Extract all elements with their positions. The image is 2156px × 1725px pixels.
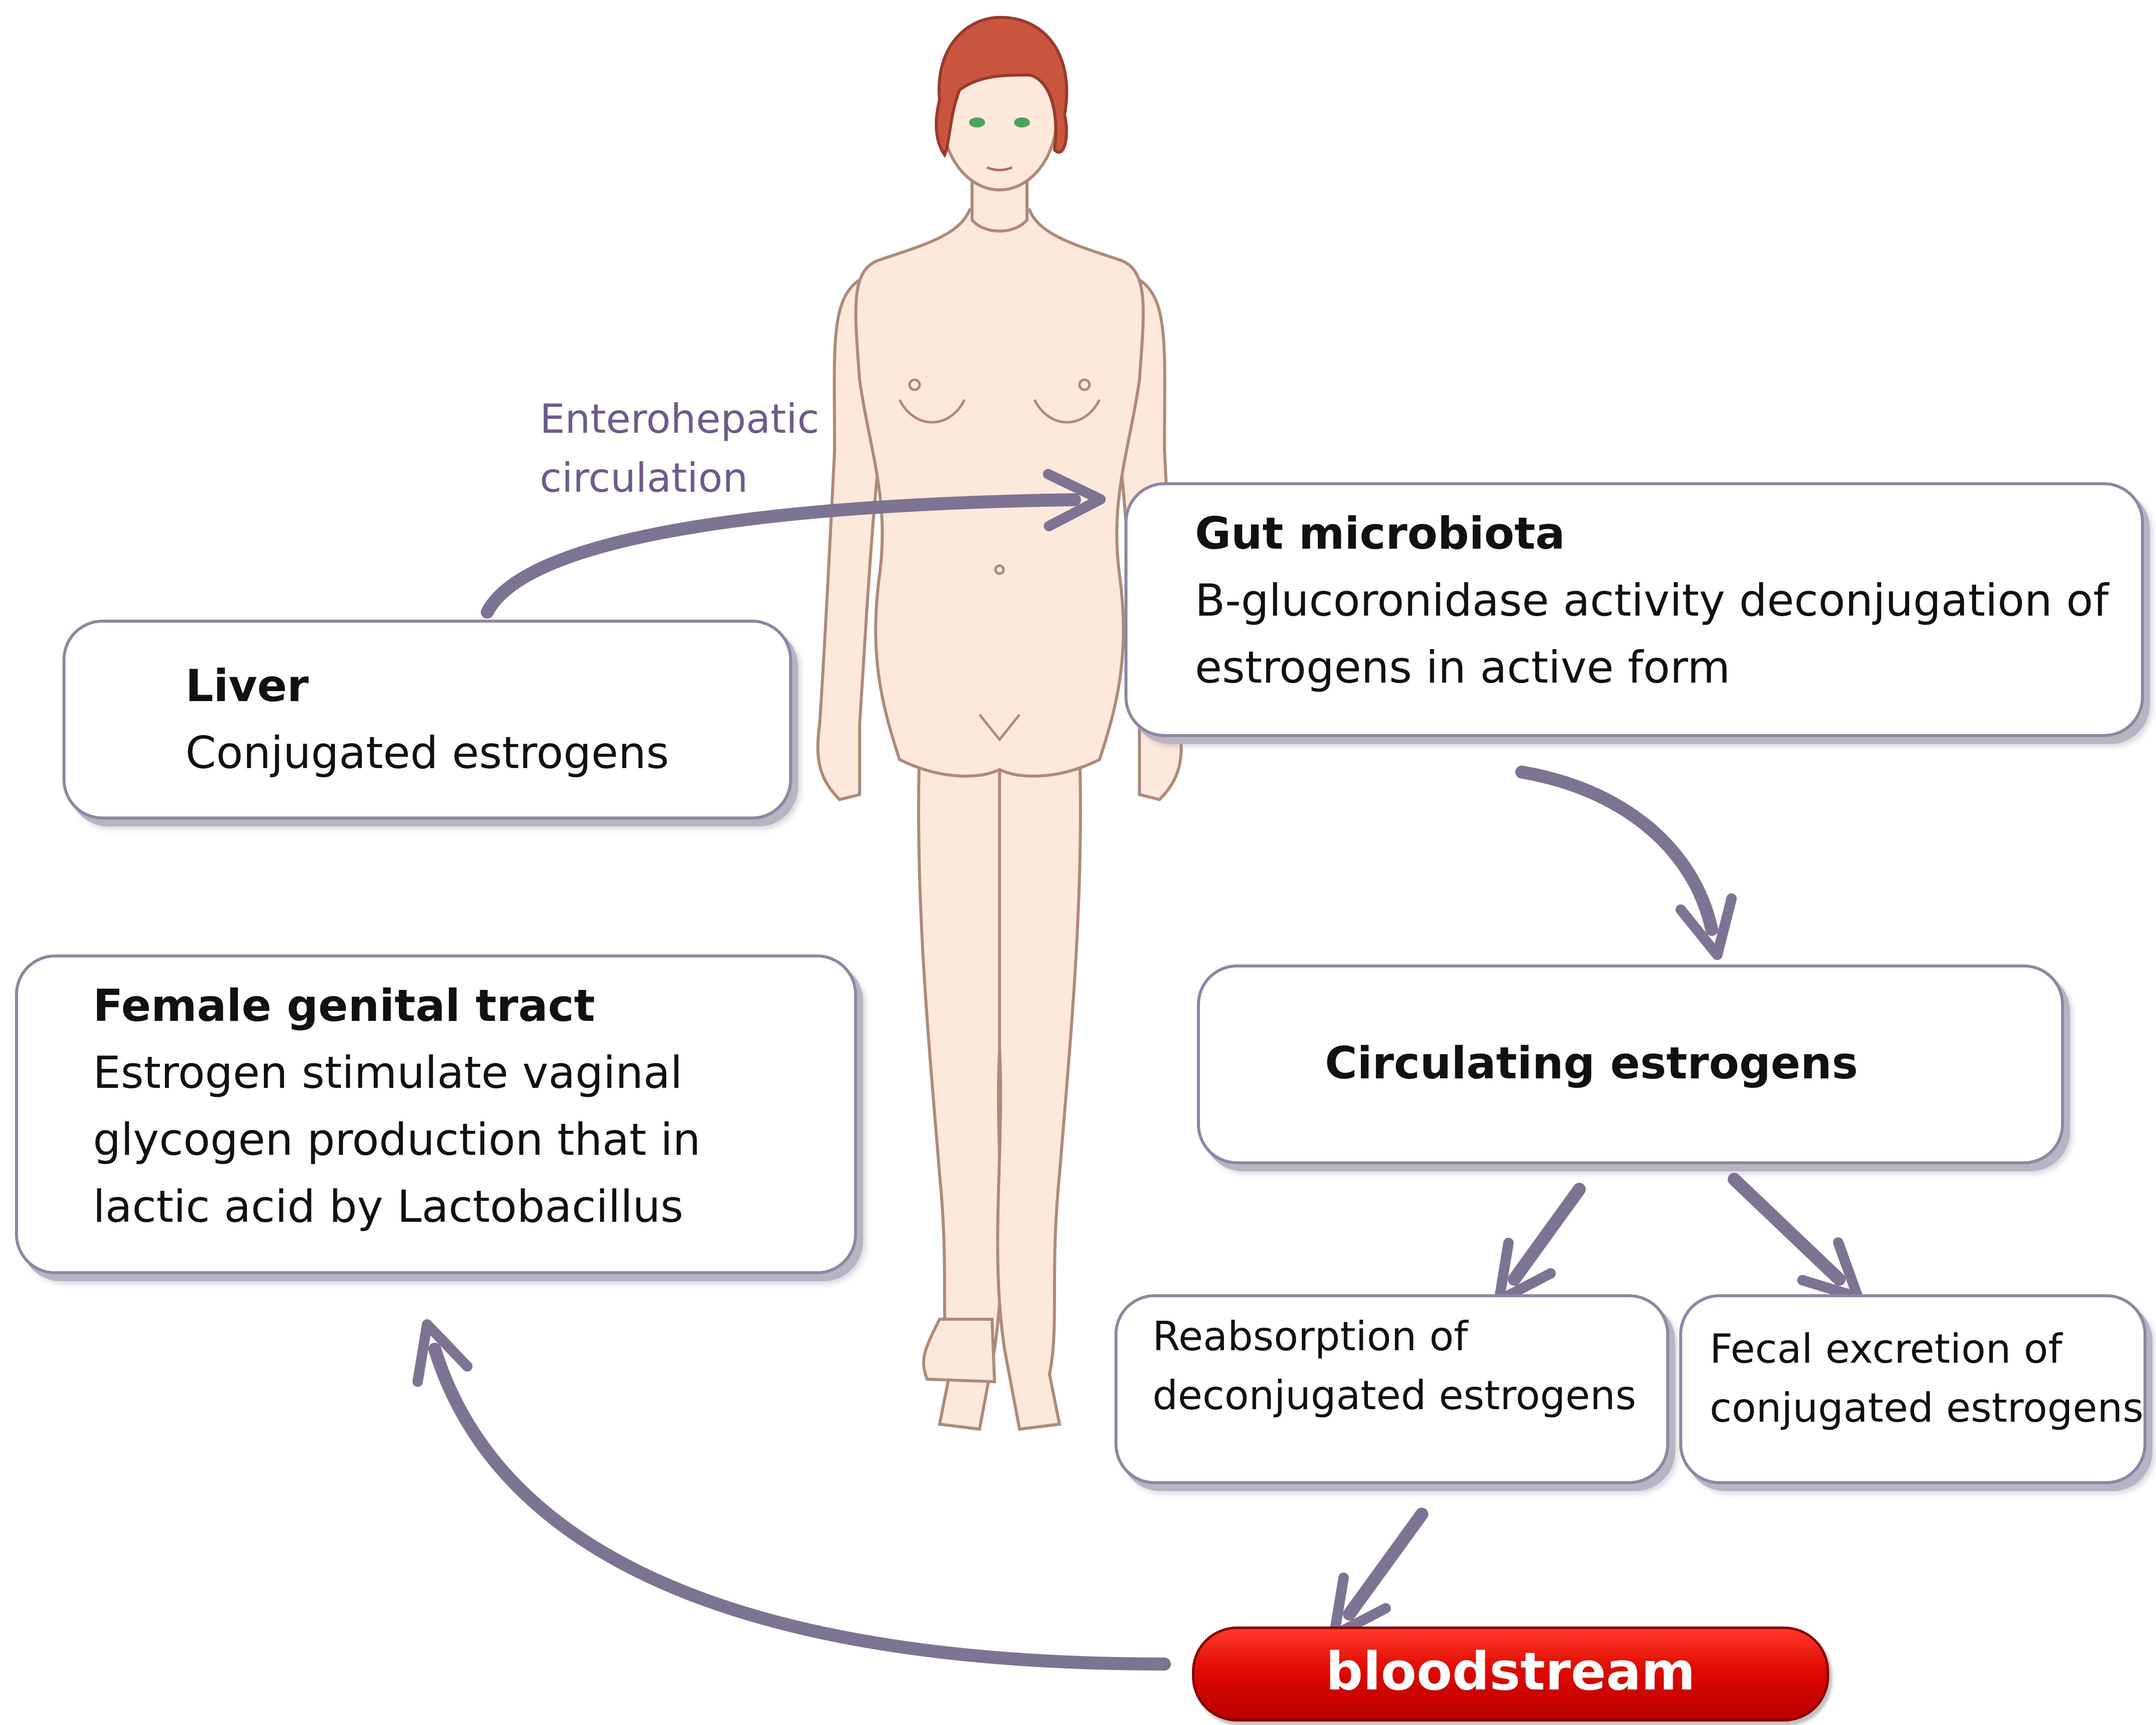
- flow-arrows: [412, 469, 1864, 1671]
- bloodstream-label: bloodstream: [1325, 1641, 1696, 1702]
- gut-line2: estrogens in active form: [1195, 642, 1730, 693]
- face-features: [969, 117, 1030, 171]
- liver-box: Liver Conjugated estrogens: [62, 620, 792, 820]
- arrow-gut-to-circulating: [1515, 766, 1737, 960]
- genital-line3: lactic acid by Lactobacillus: [93, 1181, 684, 1232]
- arrow-reabsorption-to-bloodstream: [1329, 1508, 1428, 1641]
- fecal-excretion-box: Fecal excretion of conjugated estrogens: [1679, 1294, 2147, 1484]
- body-details: [898, 378, 1101, 742]
- reabsorption-line2: deconjugated estrogens: [1152, 1372, 1636, 1419]
- arrow-circulating-to-reabsorption: [1494, 1183, 1586, 1306]
- enterohepatic-label: Enterohepatic circulation: [540, 390, 819, 508]
- fecal-line1: Fecal excretion of: [1710, 1326, 2063, 1372]
- bloodstream-capsule: bloodstream: [1192, 1627, 1829, 1722]
- fecal-line2: conjugated estrogens: [1710, 1385, 2144, 1431]
- genital-line2: glycogen production that in: [93, 1114, 701, 1165]
- liver-title: Liver: [185, 660, 309, 712]
- female-genital-tract-box: Female genital tract Estrogen stimulate …: [15, 954, 857, 1274]
- gut-microbiota-box: Gut microbiota B-glucoronidase activity …: [1124, 482, 2144, 737]
- reabsorption-box: Reabsorption of deconjugated estrogens: [1114, 1294, 1669, 1484]
- circulating-estrogens-box: Circulating estrogens: [1197, 964, 2064, 1164]
- reabsorption-line1: Reabsorption of: [1152, 1313, 1468, 1360]
- genital-title: Female genital tract: [93, 980, 595, 1031]
- enterohepatic-line1: Enterohepatic: [540, 396, 820, 442]
- gut-title: Gut microbiota: [1195, 508, 1565, 559]
- female-body-illustration: [816, 15, 1183, 1431]
- circulating-title: Circulating estrogens: [1325, 1037, 1858, 1089]
- enterohepatic-line2: circulation: [540, 455, 748, 501]
- arrow-liver-to-gut: [481, 469, 1106, 619]
- genital-line1: Estrogen stimulate vaginal: [93, 1047, 683, 1098]
- liver-text: Conjugated estrogens: [185, 727, 669, 779]
- gut-line1: B-glucoronidase activity deconjugation o…: [1195, 575, 2109, 626]
- arrow-circulating-to-fecal: [1728, 1173, 1864, 1303]
- arrow-bloodstream-to-genital: [412, 1319, 1171, 1671]
